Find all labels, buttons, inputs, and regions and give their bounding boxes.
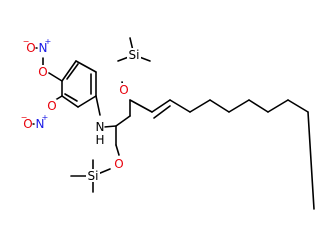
alkene-bond: [151, 99, 171, 113]
aryl-amine-bond: [95, 95, 101, 116]
ring-bond: [61, 60, 77, 82]
upper-silicon-label-background: [127, 48, 141, 61]
nitro-top-left-oxygen-label: O: [26, 41, 35, 55]
amine-hydrogen-label-group: H: [95, 133, 105, 147]
lower-ether-oxygen-label-group: O: [114, 157, 124, 171]
alkyl-bond: [248, 99, 269, 113]
nitro-bottom-nitrogen-label-group: N: [35, 117, 45, 131]
amine-nitrogen-label-group: N: [95, 120, 105, 134]
amine-nitrogen-label: N: [96, 120, 105, 134]
ring-bond: [61, 95, 79, 108]
upper-ether-oxygen-label-background: [119, 83, 129, 96]
alkyl-bond: [287, 99, 309, 113]
ring-bond-inner: [64, 93, 78, 102]
nitro-bottom-nitrogen-label-background: [35, 117, 45, 130]
alkene-bond-inner: [153, 105, 171, 119]
nitro-top-left-oxygen-label-background: [26, 41, 36, 54]
upper-ether-oxygen-label-group: O: [119, 83, 129, 97]
alkyl-bond: [209, 99, 230, 113]
alkyl-bond: [267, 99, 289, 113]
lower-silicon-label: Si: [88, 169, 99, 183]
amine-bond: [103, 125, 117, 128]
upper-silicon-label: Si: [129, 48, 140, 62]
nitro-top-plus-charge: +: [45, 37, 52, 46]
nitro-top-nitrogen-label: N: [39, 41, 48, 55]
lower-silicon-label-background: [86, 169, 100, 182]
nitro-top-nitrogen-label-background: [38, 41, 48, 54]
lower-ether-oxygen-label: O: [114, 157, 123, 171]
chain-bond: [115, 115, 131, 127]
chain-bond: [129, 99, 153, 113]
alkyl-bond: [228, 99, 250, 113]
nitro-bottom-left-oxygen-label: O: [23, 117, 32, 131]
ring-bond-inner: [66, 63, 79, 80]
nitro-bottom-right-oxygen-label: O: [47, 99, 56, 113]
nitro-bottom-plus-charge: +: [42, 113, 49, 122]
nitro-bottom-nitrogen-label: N: [36, 117, 45, 131]
bond-lines: [27, 37, 315, 210]
ring-bond: [75, 60, 97, 73]
alkyl-bond: [189, 99, 211, 113]
amine-nitrogen-label-background: [95, 120, 105, 133]
lower-ether-oxygen-label-background: [114, 157, 124, 170]
nitro-bottom-left-oxygen-label-background: [23, 117, 33, 130]
nitro-bottom-left-oxygen-label-group: O: [23, 117, 33, 131]
nitro-bottom-minus-charge: −: [21, 113, 28, 122]
nitro-bottom-right-oxygen-label-group: O: [47, 99, 57, 113]
nitro-c-n-bond: [48, 72, 63, 82]
upper-ether-oxygen-label: O: [119, 83, 128, 97]
nitro-top-minus-charge: −: [23, 37, 30, 46]
nitro-top-right-oxygen-label-background: [38, 65, 48, 78]
nitro-top-nitrogen-label-group: N: [38, 41, 48, 55]
alkyl-bond: [307, 111, 315, 210]
nitro-top-left-oxygen-label-group: O: [26, 41, 36, 55]
alkyl-bond: [169, 99, 191, 113]
ring-bond: [77, 95, 97, 108]
nitro-top-right-oxygen-label: O: [38, 65, 47, 79]
nitro-top-right-oxygen-label-group: O: [38, 65, 48, 79]
amine-hydrogen-label-background: [95, 133, 105, 146]
nitro-bottom-right-oxygen-label-background: [47, 99, 57, 112]
amine-hydrogen-label: H: [95, 133, 104, 147]
upper-silicon-label-group: Si: [127, 48, 141, 62]
chain-bond: [115, 144, 120, 156]
lower-silicon-label-group: Si: [86, 169, 100, 183]
